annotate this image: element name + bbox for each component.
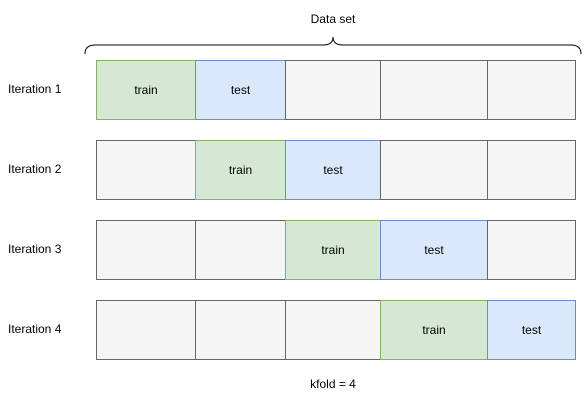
fold-cell-empty: [195, 220, 286, 280]
iteration-row: Iteration 3 train test: [0, 220, 586, 280]
fold-cell-empty: [195, 300, 286, 360]
fold-cell-test: test: [380, 220, 488, 280]
fold-cell-train: train: [96, 60, 196, 120]
dataset-label: Data set: [310, 12, 356, 26]
iteration-label: Iteration 3: [8, 242, 62, 256]
iteration-row: Iteration 2 train test: [0, 140, 586, 200]
fold-cell-empty: [96, 220, 196, 280]
iteration-label: Iteration 2: [8, 162, 62, 176]
fold-cell-empty: [380, 140, 488, 200]
fold-cell-test: test: [195, 60, 286, 120]
dataset-brace: [84, 36, 582, 55]
iteration-row: Iteration 4 train test: [0, 300, 586, 360]
fold-cell-empty: [487, 220, 576, 280]
fold-cell-empty: [487, 140, 576, 200]
iteration-row: Iteration 1 train test: [0, 60, 586, 120]
fold-cell-test: test: [487, 300, 576, 360]
fold-cell-test: test: [285, 140, 381, 200]
fold-cell-empty: [285, 300, 381, 360]
fold-cell-train: train: [285, 220, 381, 280]
fold-cell-empty: [96, 140, 196, 200]
fold-cell-empty: [380, 60, 488, 120]
fold-cell-train: train: [380, 300, 488, 360]
fold-cell-empty: [285, 60, 381, 120]
fold-cell-empty: [487, 60, 576, 120]
iteration-label: Iteration 1: [8, 82, 62, 96]
fold-cell-empty: [96, 300, 196, 360]
kfold-label: kfold = 4: [310, 377, 356, 391]
fold-cell-train: train: [195, 140, 286, 200]
iteration-label: Iteration 4: [8, 322, 62, 336]
